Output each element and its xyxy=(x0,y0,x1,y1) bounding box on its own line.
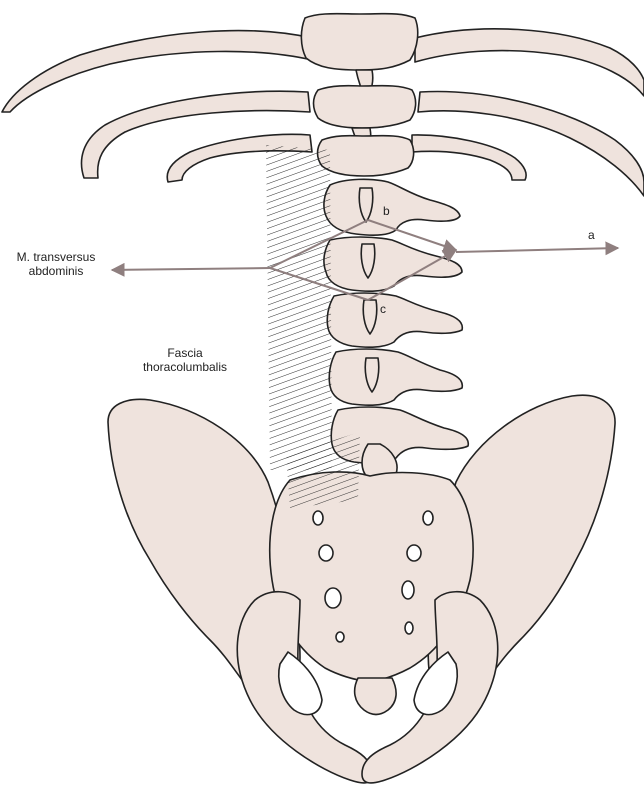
thoracic-vertebra-1 xyxy=(301,14,417,70)
lumbar-vertebrae xyxy=(324,179,468,481)
label-b: b xyxy=(383,204,390,218)
lumbar-vertebra-3 xyxy=(327,293,462,347)
upper-right-rib xyxy=(415,29,644,96)
label-fascia-line1: Fascia xyxy=(130,346,240,360)
label-fascia: Fascia thoracolumbalis xyxy=(130,346,240,374)
label-fascia-line2: thoracolumbalis xyxy=(130,360,240,374)
arrow-a xyxy=(456,248,618,252)
arrow-transversus xyxy=(112,268,270,270)
label-c: c xyxy=(380,302,386,316)
lumbar-vertebra-1 xyxy=(324,179,460,235)
label-a: a xyxy=(588,228,595,242)
label-transversus: M. transversus abdominis xyxy=(0,250,112,278)
lumbar-vertebra-4 xyxy=(329,349,462,405)
label-transversus-line1: M. transversus xyxy=(0,250,112,264)
right-lowest-rib xyxy=(412,135,526,180)
label-transversus-line2: abdominis xyxy=(0,264,112,278)
thoracic-vertebra-3 xyxy=(318,136,414,176)
coccyx xyxy=(355,678,396,715)
thoracic-vertebra-2 xyxy=(314,86,416,128)
